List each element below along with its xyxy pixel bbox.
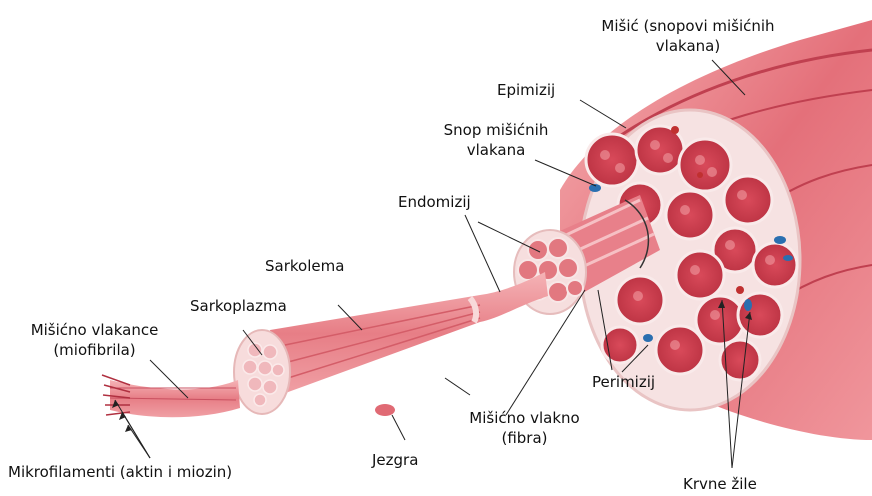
label-perimizij: Perimizij xyxy=(592,372,655,392)
label-vlakance: Mišićno vlakance (miofibrila) xyxy=(22,320,167,360)
label-vlakance-line1: Mišićno vlakance xyxy=(22,320,167,340)
label-misic-line2: vlakana) xyxy=(588,36,788,56)
label-vlakance-line2: (miofibrila) xyxy=(22,340,167,360)
label-epimizij: Epimizij xyxy=(497,80,555,100)
label-krvne-zile: Krvne žile xyxy=(683,474,757,494)
label-vlakno-line2: (fibra) xyxy=(462,428,587,448)
label-mikrofilamenti: Mikrofilamenti (aktin i miozin) xyxy=(8,462,232,482)
label-sarkolema: Sarkolema xyxy=(265,256,344,276)
muscle-fiber xyxy=(270,272,548,416)
nucleus-bulge xyxy=(375,404,395,416)
label-vlakno-line1: Mišićno vlakno xyxy=(462,408,587,428)
label-snop: Snop mišićnih vlakana xyxy=(436,120,556,160)
label-snop-line2: vlakana xyxy=(436,140,556,160)
label-misic: Mišić (snopovi mišićnih vlakana) xyxy=(588,16,788,56)
fiber-cross-section xyxy=(234,330,290,414)
label-endomizij: Endomizij xyxy=(398,192,471,212)
label-snop-line1: Snop mišićnih xyxy=(436,120,556,140)
label-sarkoplazma: Sarkoplazma xyxy=(190,296,287,316)
label-jezgra: Jezgra xyxy=(372,450,418,470)
label-misic-line1: Mišić (snopovi mišićnih xyxy=(588,16,788,36)
label-vlakno: Mišićno vlakno (fibra) xyxy=(462,408,587,448)
